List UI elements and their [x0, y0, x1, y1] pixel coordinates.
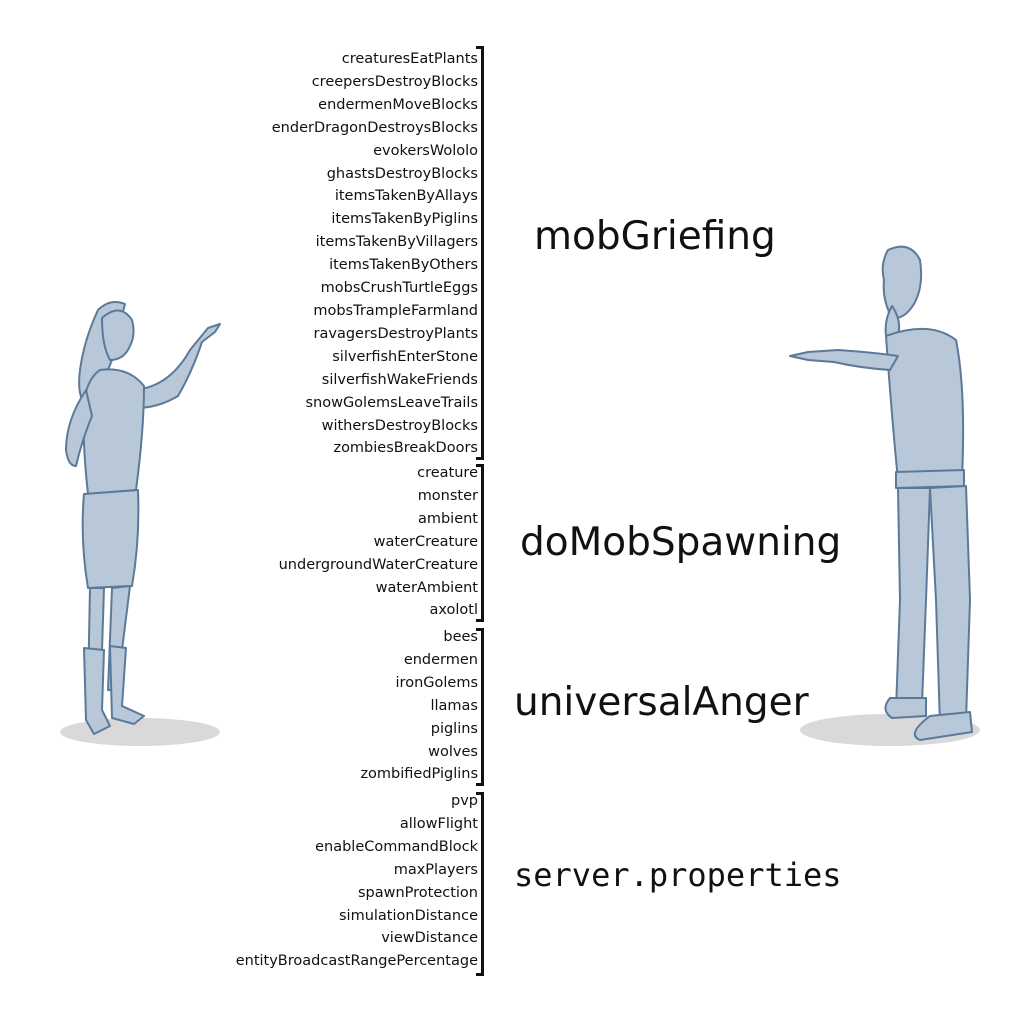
list-item: allowFlight — [399, 815, 478, 832]
list-item: simulationDistance — [339, 907, 478, 924]
universalanger-title: universalAnger — [514, 680, 809, 725]
woman-pointing-figure — [60, 301, 221, 746]
serverproperties-bracket — [476, 792, 484, 976]
list-item: maxPlayers — [393, 861, 478, 878]
list-item: endermen — [403, 651, 478, 668]
list-item: withersDestroyBlocks — [321, 417, 478, 434]
list-item: snowGolemsLeaveTrails — [305, 394, 478, 411]
list-item: ravagersDestroyPlants — [313, 325, 478, 342]
list-item: bees — [443, 629, 478, 645]
mobgriefing-bracket — [476, 46, 484, 460]
list-item: monster — [417, 487, 478, 504]
list-item: itemsTakenByVillagers — [315, 234, 478, 251]
list-item: viewDistance — [381, 930, 478, 947]
list-item: silverfishEnterStone — [332, 348, 478, 365]
list-item: mobsCrushTurtleEggs — [320, 280, 478, 297]
list-item: creature — [417, 465, 478, 481]
serverproperties-list: pvp allowFlight enableCommandBlock maxPl… — [236, 790, 478, 973]
list-item: zombifiedPiglins — [360, 766, 478, 783]
list-item: ambient — [417, 510, 478, 527]
list-item: creaturesEatPlants — [341, 51, 478, 67]
man-pointing-figure — [789, 245, 980, 746]
list-item: undergroundWaterCreature — [278, 556, 478, 573]
domobspawning-title: doMobSpawning — [520, 520, 842, 565]
list-item: enderDragonDestroysBlocks — [271, 119, 478, 136]
list-item: ghastsDestroyBlocks — [326, 165, 478, 182]
domobspawning-list: creature monster ambient waterCreature u… — [279, 462, 478, 622]
universalanger-bracket — [476, 628, 484, 786]
serverproperties-title: server.properties — [514, 856, 842, 894]
mobgriefing-title: mobGriefing — [534, 214, 776, 259]
list-item: axolotl — [429, 602, 478, 619]
list-item: mobsTrampleFarmland — [313, 302, 478, 319]
universalanger-list: bees endermen ironGolems llamas piglins … — [360, 626, 478, 786]
list-item: pvp — [451, 793, 478, 809]
list-item: llamas — [430, 697, 478, 714]
list-item: wolves — [428, 743, 478, 760]
mobgriefing-list: creaturesEatPlants creepersDestroyBlocks… — [272, 48, 478, 460]
list-item: endermenMoveBlocks — [318, 96, 478, 113]
domobspawning-bracket — [476, 464, 484, 622]
list-item: itemsTakenByOthers — [329, 257, 478, 274]
list-item: entityBroadcastRangePercentage — [235, 953, 478, 970]
list-item: itemsTakenByPiglins — [331, 211, 478, 228]
list-item: waterAmbient — [375, 579, 478, 596]
list-item: waterCreature — [373, 533, 478, 550]
woman-shadow — [60, 718, 220, 746]
list-item: ironGolems — [395, 674, 478, 691]
list-item: creepersDestroyBlocks — [311, 73, 478, 90]
list-item: enableCommandBlock — [315, 838, 478, 855]
list-item: itemsTakenByAllays — [334, 188, 478, 205]
list-item: evokersWololo — [373, 142, 478, 159]
list-item: piglins — [430, 720, 478, 737]
list-item: silverfishWakeFriends — [321, 371, 478, 388]
list-item: zombiesBreakDoors — [333, 440, 478, 457]
list-item: spawnProtection — [357, 884, 478, 901]
